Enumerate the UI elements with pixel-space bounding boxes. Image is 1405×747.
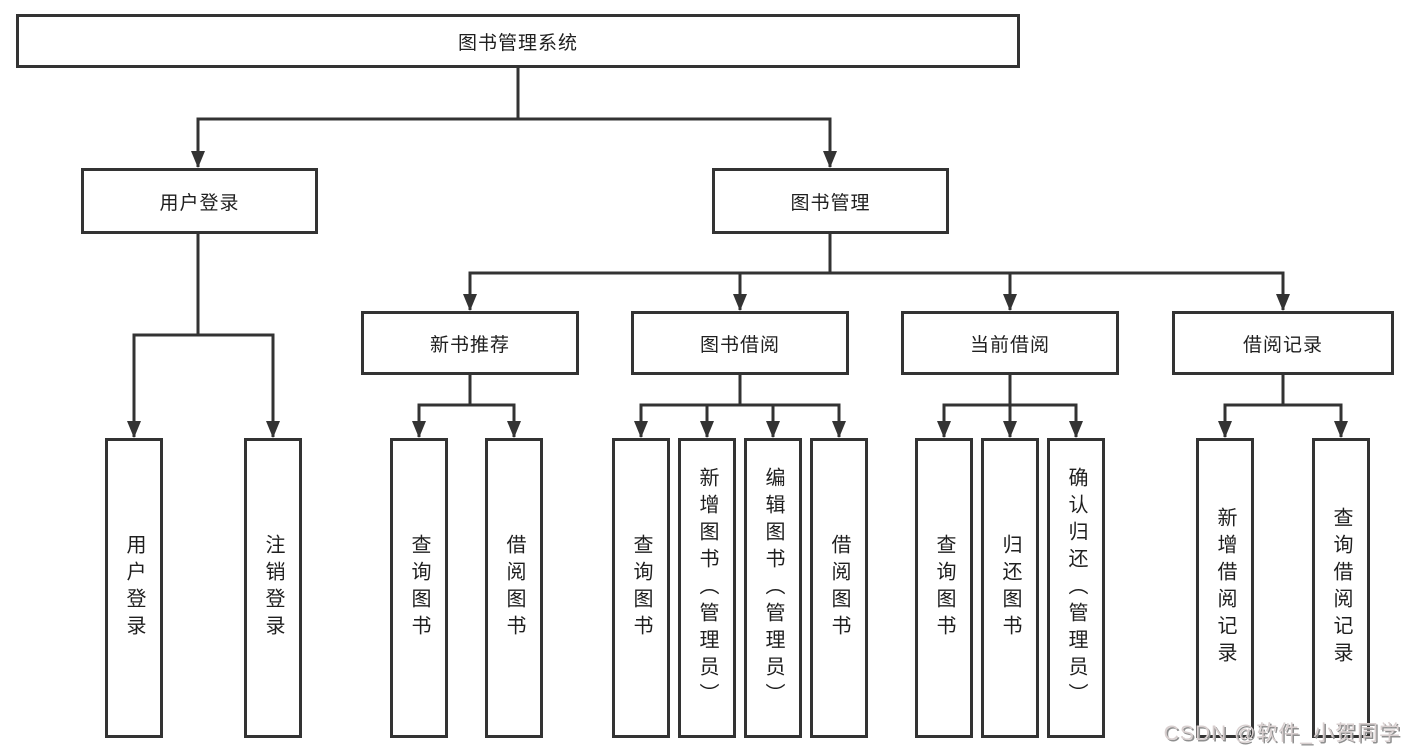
node-book-borrowing-label: 图书借阅 — [699, 334, 780, 356]
leaf-return-books-label: 归还图书 — [999, 534, 1021, 642]
leaf-confirm-return-admin: 确认归还（管理员） — [1047, 438, 1105, 738]
node-borrowing-records: 借阅记录 — [1172, 311, 1394, 375]
leaf-return-books: 归还图书 — [981, 438, 1039, 738]
leaf-borrow-books-recommendation-label: 借阅图书 — [503, 534, 525, 642]
node-library-management-system-label: 图书管理系统 — [457, 32, 578, 54]
leaf-confirm-return-admin-label: 确认归还（管理员） — [1065, 466, 1087, 710]
leaf-edit-book-admin-label: 编辑图书（管理员） — [762, 466, 784, 710]
leaf-query-books-current: 查询图书 — [915, 438, 973, 738]
node-user-login-label: 用户登录 — [159, 192, 240, 214]
leaf-query-borrow-record: 查询借阅记录 — [1312, 438, 1370, 738]
leaf-query-books-current-label: 查询图书 — [933, 534, 955, 642]
leaf-logout-label: 注销登录 — [262, 534, 284, 642]
leaf-add-borrow-record: 新增借阅记录 — [1196, 438, 1254, 738]
node-borrowing-records-label: 借阅记录 — [1242, 334, 1323, 356]
leaf-add-borrow-record-label: 新增借阅记录 — [1214, 507, 1236, 669]
leaf-query-books-recommendation: 查询图书 — [390, 438, 448, 738]
leaf-add-book-admin: 新增图书（管理员） — [678, 438, 736, 738]
leaf-query-books-borrowing-label: 查询图书 — [630, 534, 652, 642]
node-current-borrowing: 当前借阅 — [901, 311, 1119, 375]
leaf-borrow-books-borrowing-label: 借阅图书 — [828, 534, 850, 642]
leaf-query-books-borrowing: 查询图书 — [612, 438, 670, 738]
node-book-management: 图书管理 — [712, 168, 949, 234]
leaf-user-login: 用户登录 — [105, 438, 163, 738]
leaf-borrow-books-borrowing: 借阅图书 — [810, 438, 868, 738]
node-book-borrowing: 图书借阅 — [631, 311, 849, 375]
connector-bars — [132, 68, 1343, 407]
leaf-user-login-label: 用户登录 — [123, 534, 145, 642]
node-new-book-recommendation: 新书推荐 — [361, 311, 579, 375]
node-book-management-label: 图书管理 — [790, 192, 871, 214]
node-library-management-system: 图书管理系统 — [16, 14, 1020, 68]
node-user-login: 用户登录 — [81, 168, 318, 234]
connector-arrows — [127, 119, 1348, 438]
csdn-watermark: CSDN @软件_小贺同学 — [1163, 722, 1401, 745]
node-current-borrowing-label: 当前借阅 — [969, 334, 1050, 356]
leaf-query-books-recommendation-label: 查询图书 — [408, 534, 430, 642]
leaf-borrow-books-recommendation: 借阅图书 — [485, 438, 543, 738]
leaf-logout: 注销登录 — [244, 438, 302, 738]
leaf-edit-book-admin: 编辑图书（管理员） — [744, 438, 802, 738]
leaf-query-borrow-record-label: 查询借阅记录 — [1330, 507, 1352, 669]
node-new-book-recommendation-label: 新书推荐 — [429, 334, 510, 356]
leaf-add-book-admin-label: 新增图书（管理员） — [696, 466, 718, 710]
